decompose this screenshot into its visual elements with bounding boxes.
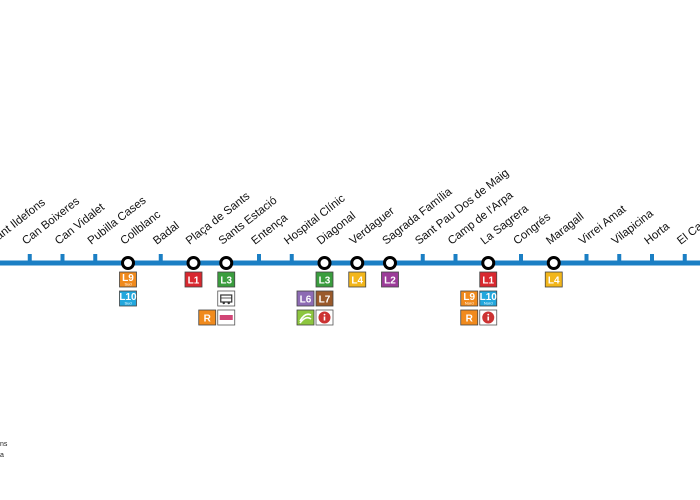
badge-sublabel: Sud bbox=[124, 282, 131, 287]
station-transfer-marker[interactable] bbox=[186, 256, 201, 270]
station-tick-marker[interactable] bbox=[27, 254, 32, 261]
station-tick-marker[interactable] bbox=[584, 254, 589, 261]
station-transfer-marker[interactable] bbox=[546, 256, 561, 270]
line-badge-l3[interactable]: L3 bbox=[315, 271, 334, 288]
badge-label: R bbox=[466, 314, 474, 325]
badge-label: L3 bbox=[220, 276, 232, 287]
badge-label: L3 bbox=[319, 276, 331, 287]
badge-label: L10 bbox=[119, 292, 137, 303]
station-transfer-marker[interactable] bbox=[383, 256, 397, 270]
badge-label: L2 bbox=[384, 276, 396, 287]
line-badge-l2[interactable]: L2 bbox=[381, 271, 399, 288]
badge-label: L4 bbox=[548, 276, 560, 287]
badge-label: L10 bbox=[480, 292, 498, 303]
line-badge-l6[interactable]: L6 bbox=[296, 290, 315, 307]
station-tick-marker[interactable] bbox=[257, 254, 261, 261]
station-tick-marker[interactable] bbox=[650, 254, 654, 261]
station-tick-marker[interactable] bbox=[289, 254, 294, 261]
info-icon[interactable] bbox=[479, 309, 498, 326]
station-transfer-marker[interactable] bbox=[317, 256, 332, 270]
station-label[interactable]: El Carmel bbox=[675, 207, 700, 248]
renfe-logo[interactable] bbox=[217, 309, 236, 326]
station-tick-marker[interactable] bbox=[682, 254, 687, 261]
station-transfer-marker[interactable] bbox=[481, 256, 496, 270]
station-tick-marker[interactable] bbox=[453, 254, 458, 261]
fgc-icon[interactable] bbox=[296, 309, 315, 326]
badge-sublabel: Nord bbox=[465, 301, 474, 306]
station-label[interactable]: Horta bbox=[642, 220, 672, 247]
station-tick-marker[interactable] bbox=[420, 254, 425, 261]
line-badge-r[interactable]: R bbox=[460, 309, 479, 326]
footer-note-2: a bbox=[0, 452, 4, 459]
line-badge-l1[interactable]: L1 bbox=[479, 271, 498, 288]
badge-label: L6 bbox=[300, 295, 312, 306]
badge-label: L1 bbox=[188, 276, 200, 287]
station-transfer-marker[interactable] bbox=[350, 256, 365, 270]
station-tick-marker[interactable] bbox=[93, 254, 98, 261]
line-badge-l7[interactable]: L7 bbox=[315, 290, 334, 307]
station-transfer-marker[interactable] bbox=[121, 256, 135, 270]
badge-sublabel: Sud bbox=[124, 301, 131, 306]
bus-icon[interactable] bbox=[217, 290, 236, 307]
badge-label: L1 bbox=[482, 276, 494, 287]
line-badge-r[interactable]: R bbox=[198, 309, 217, 326]
station-tick-marker[interactable] bbox=[60, 254, 65, 261]
line-badge-l1[interactable]: L1 bbox=[184, 271, 203, 288]
line-badge-l4[interactable]: L4 bbox=[544, 271, 563, 288]
badge-label: L7 bbox=[319, 295, 331, 306]
badge-label: L9 bbox=[463, 292, 475, 303]
station-tick-marker[interactable] bbox=[158, 254, 163, 261]
badge-label: L4 bbox=[351, 276, 363, 287]
badge-label: L9 bbox=[122, 273, 134, 284]
station-tick-marker[interactable] bbox=[617, 254, 622, 261]
badge-label: R bbox=[204, 314, 212, 325]
info-icon[interactable] bbox=[315, 309, 334, 326]
line-badge-l4[interactable]: L4 bbox=[348, 271, 367, 288]
footer-note-1: ns bbox=[0, 441, 8, 448]
station-tick-marker[interactable] bbox=[519, 254, 523, 261]
station-transfer-marker[interactable] bbox=[219, 256, 234, 270]
line-badge-l3[interactable]: L3 bbox=[217, 271, 236, 288]
stations-layer bbox=[27, 254, 687, 270]
badge-sublabel: Nord bbox=[484, 301, 493, 306]
